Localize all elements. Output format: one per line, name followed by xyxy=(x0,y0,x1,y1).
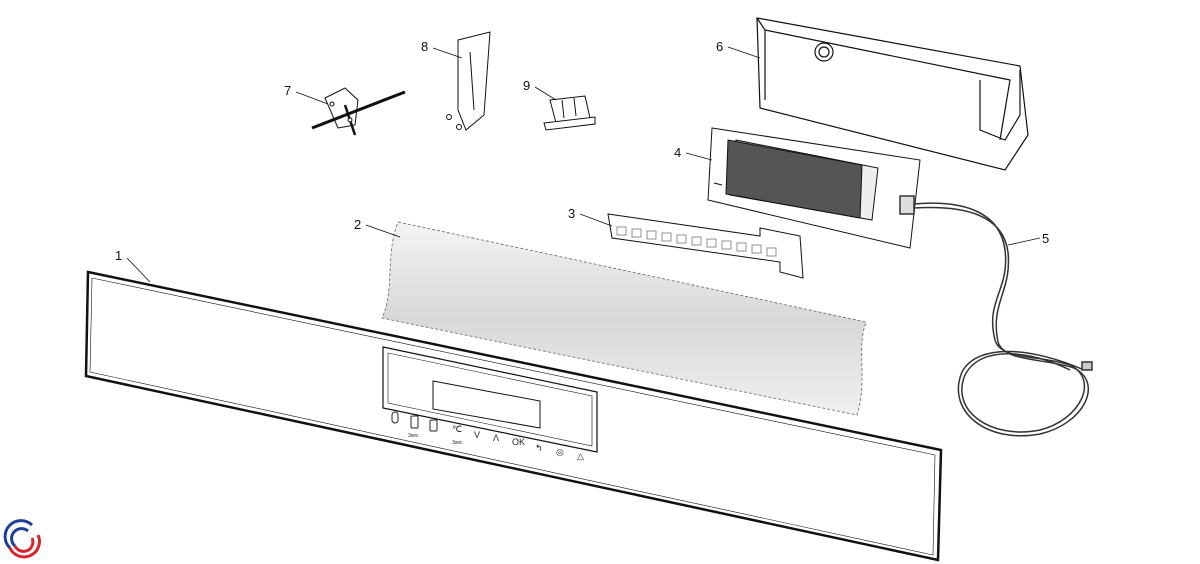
label-part-4: 4 xyxy=(674,145,681,160)
part-9-connector-block xyxy=(543,95,596,131)
back-button-icon: ↰ xyxy=(535,443,543,453)
alarm-bell-icon: △ xyxy=(577,451,584,461)
ok-button-label: OK xyxy=(512,437,525,447)
label-part-2: 2 xyxy=(354,217,361,232)
part-4-control-board xyxy=(707,127,921,249)
label-part-6: 6 xyxy=(716,39,723,54)
temperature-icon: ℃ xyxy=(452,424,462,434)
part-2-membrane-film xyxy=(381,221,867,416)
part-8-hinge-bracket xyxy=(446,31,491,131)
program-button-icon xyxy=(429,419,438,432)
part-3-touch-key-strip xyxy=(607,213,804,279)
light-sub-label: 3sec xyxy=(408,433,419,439)
part-5-cable-harness xyxy=(899,195,1093,437)
control-panel-buttons xyxy=(391,411,438,432)
brand-logo xyxy=(3,519,41,559)
up-button-label: Λ xyxy=(493,433,499,443)
power-button-icon xyxy=(391,411,399,424)
label-part-1: 1 xyxy=(115,248,122,263)
light-button-icon xyxy=(410,415,419,429)
part-7-sensor-bracket xyxy=(311,87,406,136)
label-part-8: 8 xyxy=(421,39,428,54)
timer-button-icon: ◎ xyxy=(556,447,564,457)
part-6-cover-box xyxy=(756,17,1029,171)
label-part-9: 9 xyxy=(523,78,530,93)
label-part-3: 3 xyxy=(568,206,575,221)
temp-sub-label: 3sec xyxy=(452,440,463,446)
label-part-5: 5 xyxy=(1042,231,1049,246)
part-1-front-glass-panel xyxy=(84,270,943,562)
leader-lines xyxy=(126,46,1041,283)
down-button-label: V xyxy=(474,430,480,440)
label-part-7: 7 xyxy=(284,83,291,98)
